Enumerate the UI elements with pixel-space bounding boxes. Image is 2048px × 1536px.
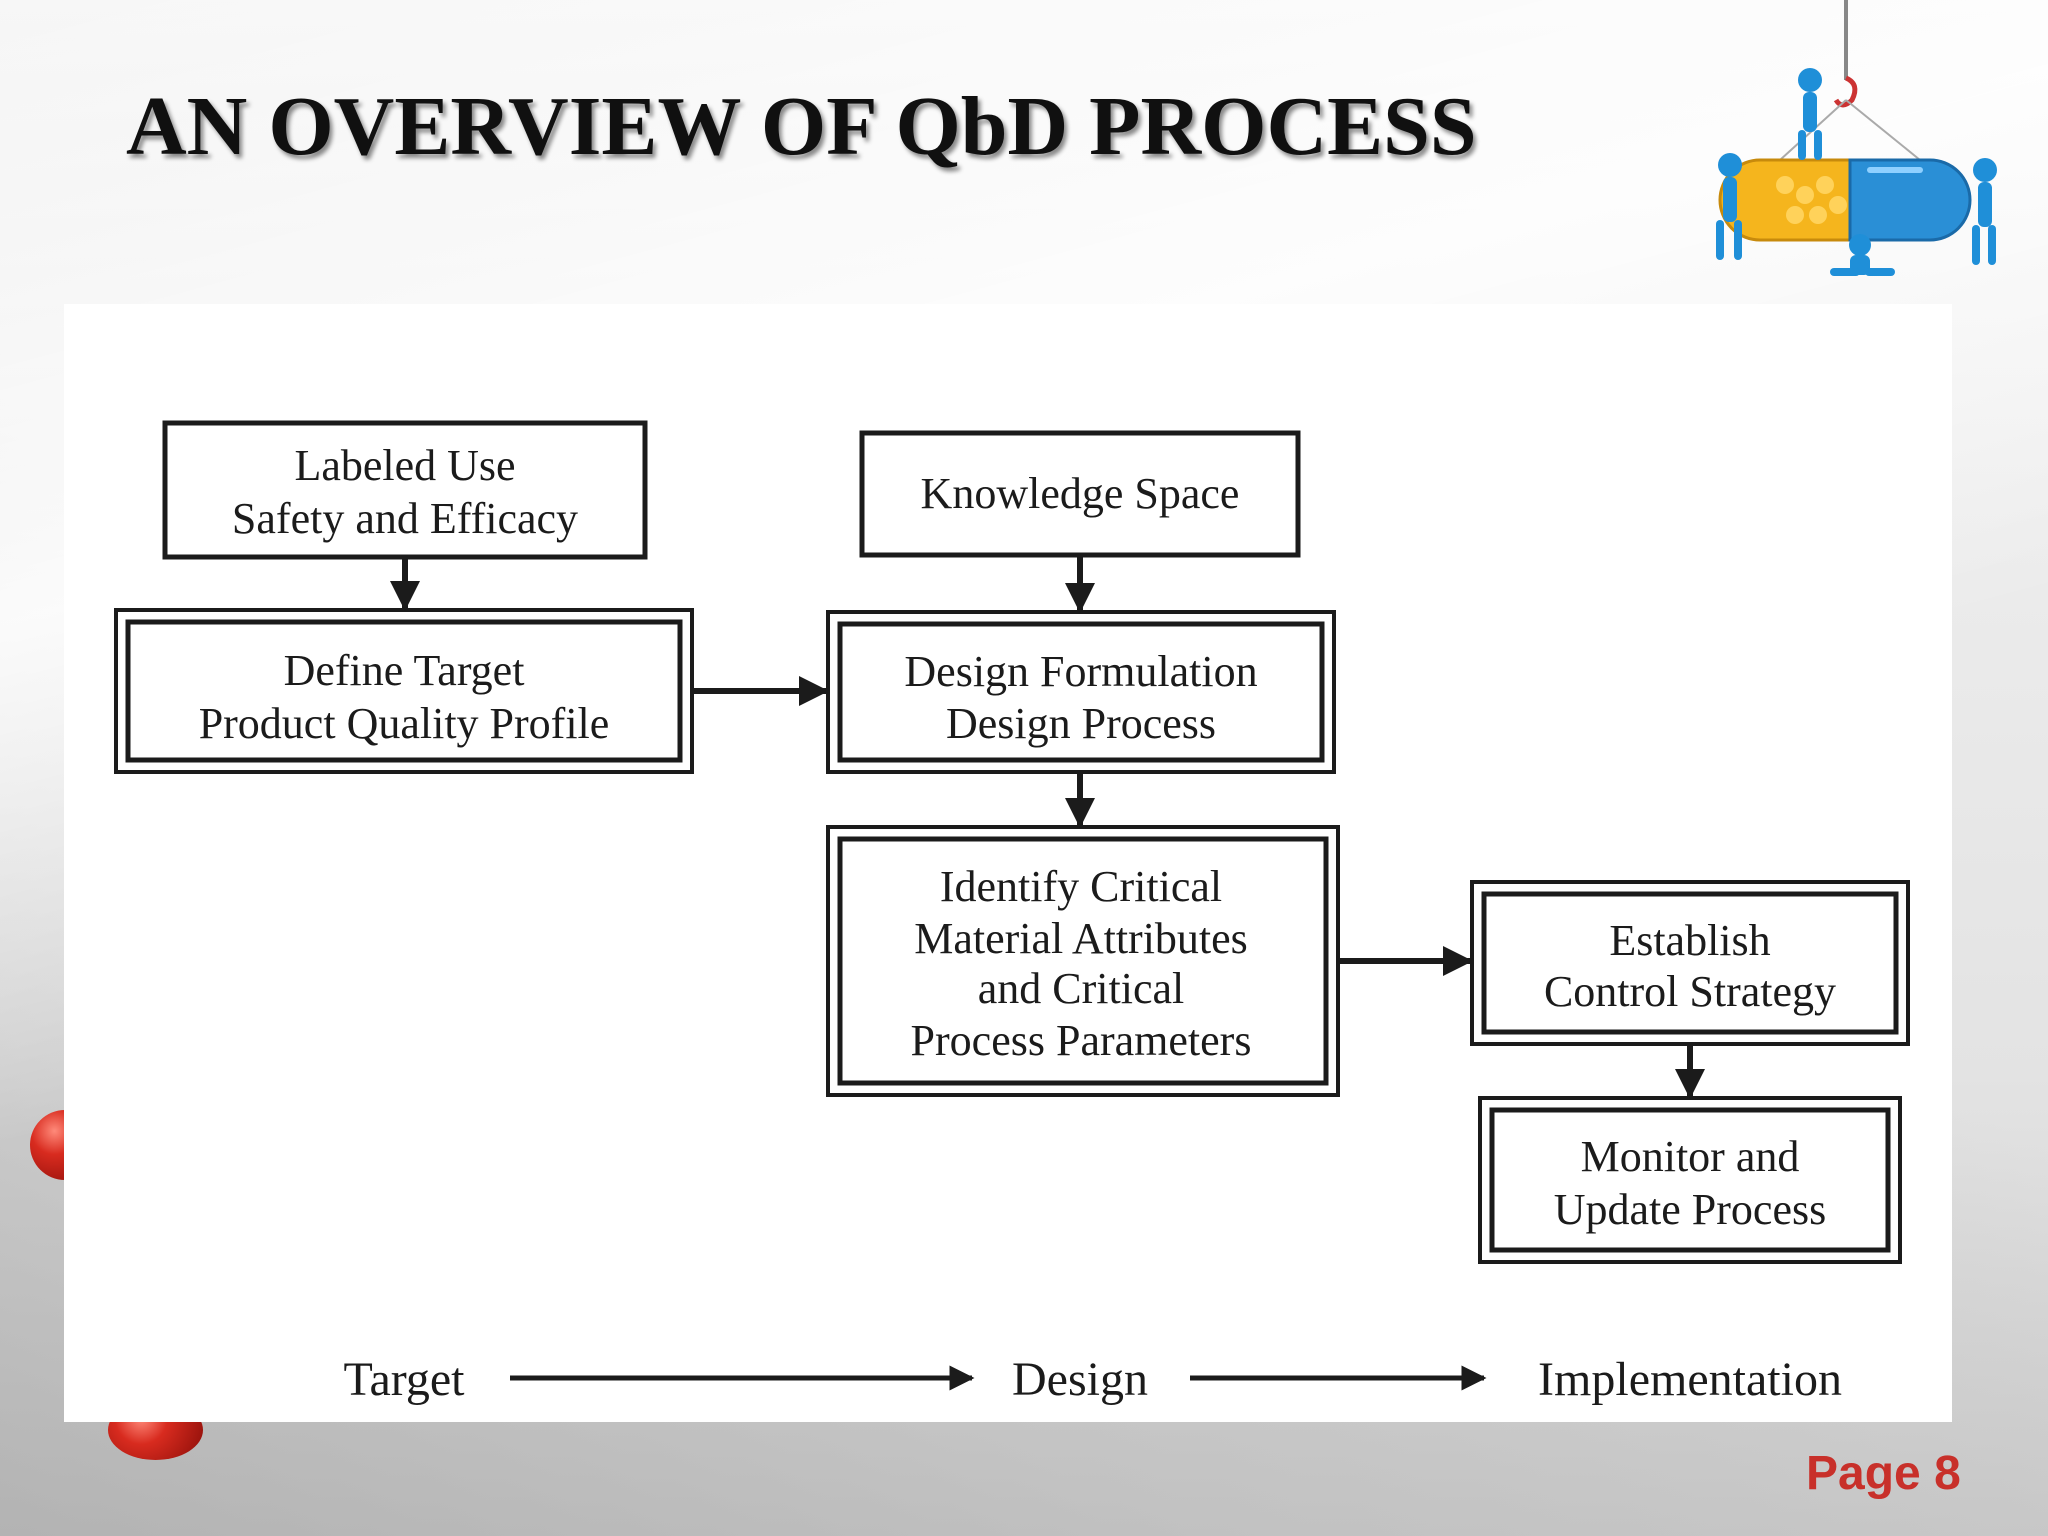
node-define-target: Define Target Product Quality Profile [114, 608, 694, 774]
crane-hook-icon [1833, 75, 1858, 108]
timeline-stage: Target [343, 1353, 465, 1406]
node-text-line: Safety and Efficacy [232, 494, 578, 543]
node-text-line: Design Process [946, 699, 1216, 748]
node-text-line: Process Parameters [911, 1016, 1252, 1065]
node-monitor-update: Monitor and Update Process [1478, 1096, 1902, 1264]
node-text-line: Labeled Use [294, 441, 515, 490]
timeline-stage: Implementation [1538, 1353, 1842, 1406]
node-text-line: Design Formulation [904, 647, 1257, 696]
node-text-line: Monitor and [1581, 1132, 1800, 1181]
page-number: Page 8 [1806, 1447, 1961, 1500]
node-text-line: Establish [1609, 916, 1770, 965]
qbd-flow-diagram: Labeled Use Safety and Efficacy Knowledg… [114, 420, 1910, 1406]
person-figure-icon [1798, 68, 1822, 160]
node-design-formulation: Design Formulation Design Process [826, 610, 1336, 774]
node-text-line: Define Target [284, 646, 525, 695]
node-knowledge-space: Knowledge Space [859, 430, 1301, 558]
node-text-line: Material Attributes [914, 914, 1248, 963]
timeline-stage: Design [1012, 1353, 1148, 1406]
slide-title: AN OVERVIEW OF QbD PROCESS [126, 80, 1477, 173]
node-text-line: Knowledge Space [921, 469, 1240, 518]
node-identify-critical: Identify Critical Material Attributes an… [826, 825, 1340, 1097]
capsule-icon [1718, 158, 1972, 242]
timeline: Target Design Implementation [343, 1353, 1841, 1406]
node-text-line: Control Strategy [1544, 967, 1836, 1016]
person-figure-icon [1830, 234, 1895, 276]
node-text-line: and Critical [978, 964, 1185, 1013]
node-text-line: Update Process [1554, 1185, 1827, 1234]
node-text-line: Identify Critical [940, 862, 1222, 911]
node-establish-control: Establish Control Strategy [1470, 880, 1910, 1046]
diagram-panel: Labeled Use Safety and Efficacy Knowledg… [64, 304, 1952, 1422]
capsule-figures-illustration [1716, 0, 1997, 276]
person-figure-icon [1972, 158, 1997, 265]
node-labeled-use: Labeled Use Safety and Efficacy [162, 420, 648, 560]
person-figure-icon [1716, 153, 1742, 260]
node-text-line: Product Quality Profile [199, 699, 610, 748]
